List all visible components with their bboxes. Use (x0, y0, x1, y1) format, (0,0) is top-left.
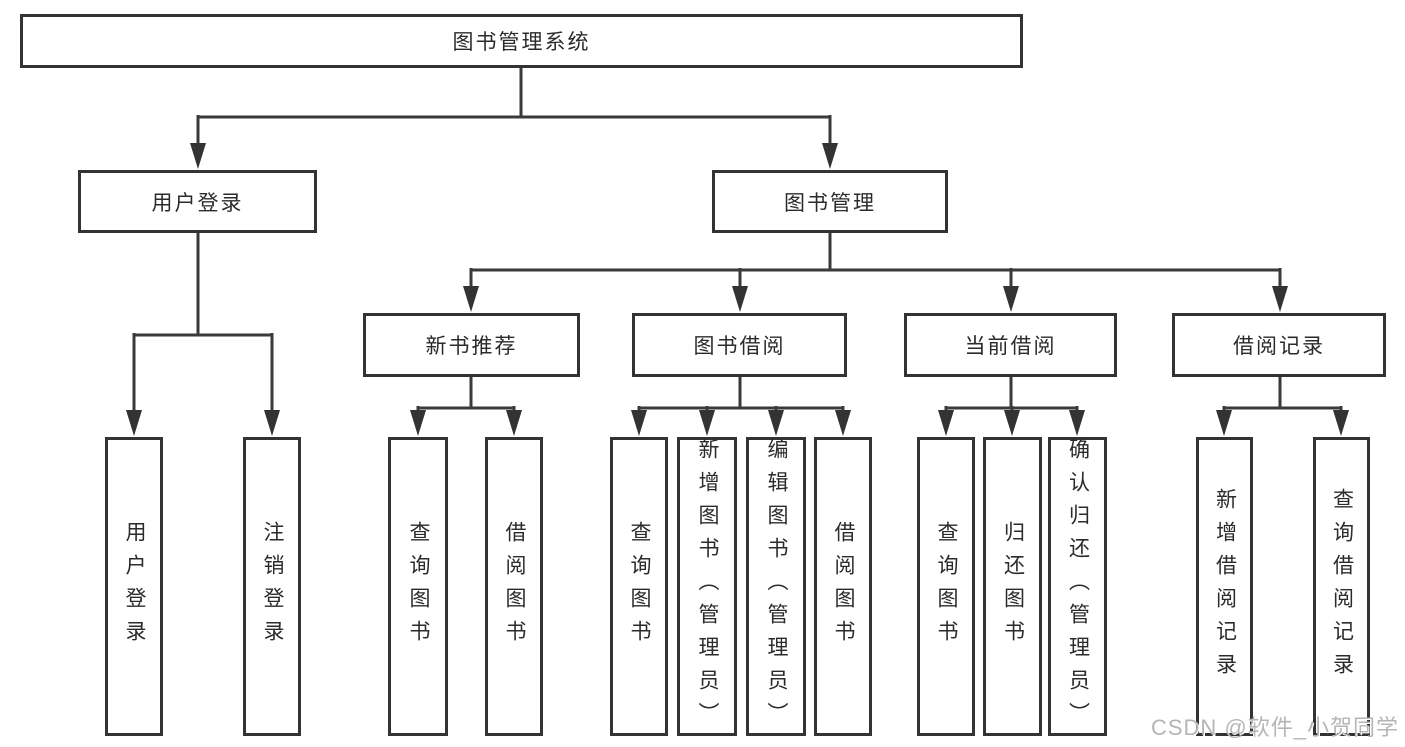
leaf-confirm-return-admin: 确认归还（管理员） (1048, 437, 1107, 736)
node-new-book-recommend: 新书推荐 (363, 313, 580, 377)
leaf-add-borrow-record: 新增借阅记录 (1196, 437, 1253, 736)
leaf-edit-books-admin: 编辑图书（管理员） (746, 437, 806, 736)
node-library-management-system: 图书管理系统 (20, 14, 1023, 68)
node-user-login: 用户登录 (78, 170, 317, 233)
node-borrow-records: 借阅记录 (1172, 313, 1386, 377)
node-book-borrow: 图书借阅 (632, 313, 847, 377)
leaf-query-books: 查询图书 (388, 437, 448, 736)
node-book-management: 图书管理 (712, 170, 948, 233)
csdn-watermark: CSDN @软件_小贺同学 (1150, 715, 1399, 740)
node-current-borrow: 当前借阅 (904, 313, 1117, 377)
leaf-query-books: 查询图书 (610, 437, 668, 736)
leaf-add-books-admin: 新增图书（管理员） (677, 437, 737, 736)
leaf-query-books: 查询图书 (917, 437, 975, 736)
leaf-logout: 注销登录 (243, 437, 301, 736)
leaf-user-login: 用户登录 (105, 437, 163, 736)
leaf-return-books: 归还图书 (983, 437, 1042, 736)
leaf-borrow-books: 借阅图书 (814, 437, 872, 736)
leaf-borrow-books: 借阅图书 (485, 437, 543, 736)
leaf-query-borrow-record: 查询借阅记录 (1313, 437, 1370, 736)
